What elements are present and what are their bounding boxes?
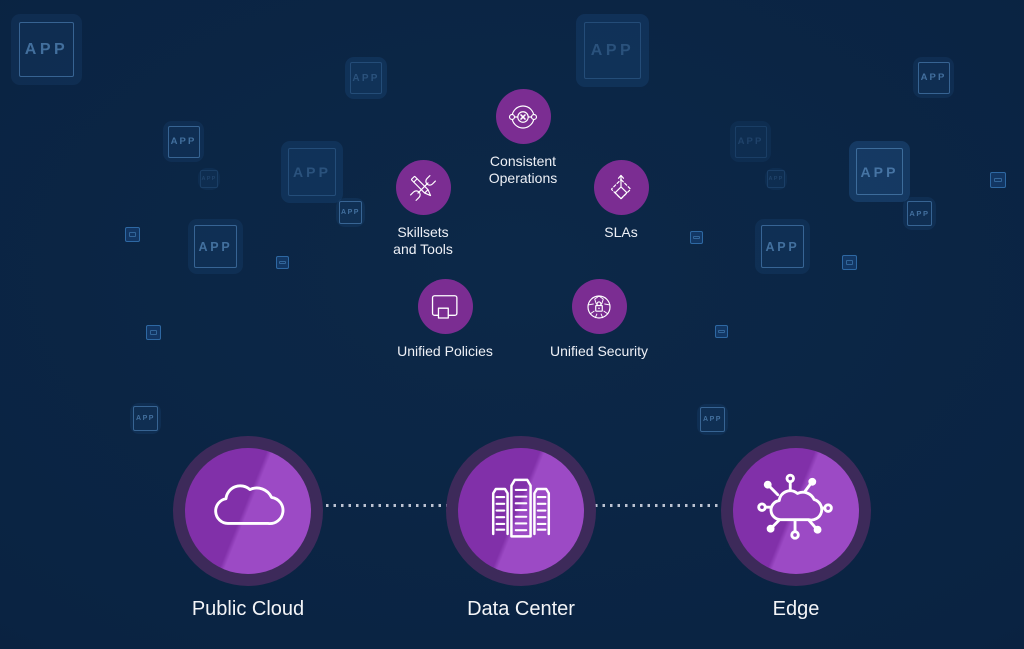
app-box: APP — [188, 219, 243, 274]
mini-app-square — [990, 172, 1006, 188]
app-box-label: APP — [855, 147, 904, 196]
capability-label: Consistent Operations — [488, 153, 558, 186]
app-box: APP — [755, 219, 810, 274]
app-box-label: APP — [133, 406, 158, 431]
app-box: APP — [198, 168, 220, 190]
globe-lock-icon — [587, 294, 611, 319]
capability-circle — [571, 279, 627, 334]
cloud-icon — [214, 484, 285, 525]
capability-label: Unified Policies — [397, 343, 493, 359]
environment-ring — [446, 436, 596, 586]
app-box: APP — [130, 403, 161, 434]
app-box: APP — [730, 121, 771, 162]
capability-label: SLAs — [604, 224, 638, 240]
app-box: APP — [903, 197, 936, 230]
app-box-label: APP — [167, 125, 200, 158]
environment-circle — [733, 448, 859, 574]
window-squares-icon — [431, 294, 458, 319]
app-box-label: APP — [200, 170, 218, 188]
mini-app-square — [146, 325, 161, 340]
app-box-label: APP — [349, 61, 383, 95]
app-box-label: APP — [339, 201, 362, 224]
app-box-label: APP — [917, 61, 950, 94]
connector-dotted-line — [311, 504, 459, 507]
app-box-label: APP — [761, 225, 804, 268]
environment-ring — [173, 436, 323, 586]
environment-circle — [185, 448, 311, 574]
mini-app-square — [276, 256, 289, 269]
capability-label: Unified Security — [549, 343, 649, 359]
app-box-label: APP — [18, 21, 75, 78]
capability-circle — [417, 279, 473, 334]
app-box-label: APP — [767, 170, 785, 188]
environment-label: Edge — [772, 598, 820, 620]
capability-consistent-operations: Consistent Operations — [458, 89, 588, 186]
app-box-label: APP — [734, 125, 767, 158]
app-box-label: APP — [194, 225, 237, 268]
app-box: APP — [336, 198, 365, 227]
capability-circle — [593, 160, 649, 215]
server-racks-icon — [491, 478, 551, 538]
app-box: APP — [11, 14, 82, 85]
app-box-label: APP — [906, 200, 933, 227]
mini-app-square — [690, 231, 703, 244]
app-box: APP — [281, 141, 343, 203]
app-box-label: APP — [287, 147, 337, 197]
environment-public-cloud: Public Cloud — [168, 436, 328, 621]
environment-edge: Edge — [716, 436, 876, 621]
environment-circle — [458, 448, 584, 574]
environment-label: Data Center — [467, 598, 575, 620]
capability-label: Skillsets and Tools — [393, 224, 453, 257]
app-box: APP — [849, 141, 910, 202]
app-box: APP — [765, 168, 787, 190]
mini-app-square — [125, 227, 140, 242]
capability-unified-policies: Unified Policies — [380, 279, 510, 360]
environment-ring — [721, 436, 871, 586]
edge-cloud-network-icon — [757, 473, 833, 540]
app-box: APP — [163, 121, 204, 162]
mini-app-square — [715, 325, 728, 338]
app-box: APP — [576, 14, 649, 87]
capability-circle — [495, 89, 551, 144]
capability-slas: SLAs — [556, 160, 686, 241]
sla-diamond-arrow-icon — [610, 174, 632, 199]
capability-skillsets-tools: Skillsets and Tools — [358, 160, 488, 257]
app-box: APP — [345, 57, 387, 99]
capability-circle — [395, 160, 451, 215]
connector-dotted-line — [595, 504, 723, 507]
capability-unified-security: Unified Security — [534, 279, 664, 360]
environment-data-center: Data Center — [441, 436, 601, 621]
environment-label: Public Cloud — [191, 598, 305, 620]
app-box-label: APP — [584, 22, 641, 79]
app-box-label: APP — [700, 407, 725, 432]
operations-hub-icon — [508, 104, 538, 129]
pencil-wrench-icon — [410, 174, 436, 201]
mini-app-square — [842, 255, 857, 270]
app-box: APP — [913, 57, 954, 98]
app-box: APP — [697, 404, 728, 435]
